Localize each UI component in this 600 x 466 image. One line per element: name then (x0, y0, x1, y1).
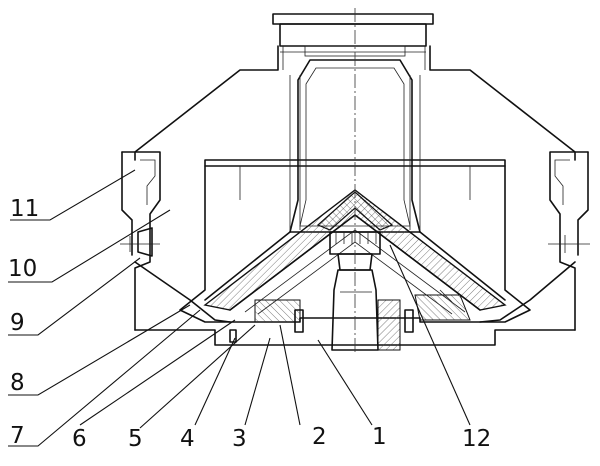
leader-12 (389, 244, 471, 426)
leader-10 (8, 209, 171, 283)
leader-4 (194, 337, 236, 426)
leader-7 (8, 309, 201, 447)
leader-6 (79, 319, 236, 426)
callout-9: 9 (10, 310, 25, 336)
callout-1: 1 (372, 424, 387, 450)
leader-9 (8, 257, 141, 336)
leader-5 (139, 324, 256, 429)
callout-7: 7 (10, 423, 25, 449)
leader-2 (279, 324, 301, 426)
callout-10: 10 (8, 256, 37, 282)
outer-housing (134, 45, 576, 161)
base-bolts (229, 289, 471, 343)
callout-5: 5 (128, 426, 143, 452)
leader-1 (317, 339, 373, 426)
callout-12: 12 (462, 426, 491, 452)
top-cap (272, 13, 434, 57)
callout-6: 6 (72, 426, 87, 452)
callout-4: 4 (180, 426, 195, 452)
leader-3 (244, 337, 271, 426)
leader-11 (10, 169, 136, 221)
spindle (331, 269, 401, 351)
callout-11: 11 (10, 196, 39, 222)
callout-8: 8 (10, 370, 25, 396)
left-fitting (120, 227, 590, 257)
callout-labels: 11 10 9 8 7 6 5 4 3 2 1 12 (8, 196, 491, 452)
leader-8 (8, 304, 191, 396)
callout-2: 2 (312, 424, 327, 450)
callout-3: 3 (232, 426, 247, 452)
leader-lines (8, 169, 471, 447)
